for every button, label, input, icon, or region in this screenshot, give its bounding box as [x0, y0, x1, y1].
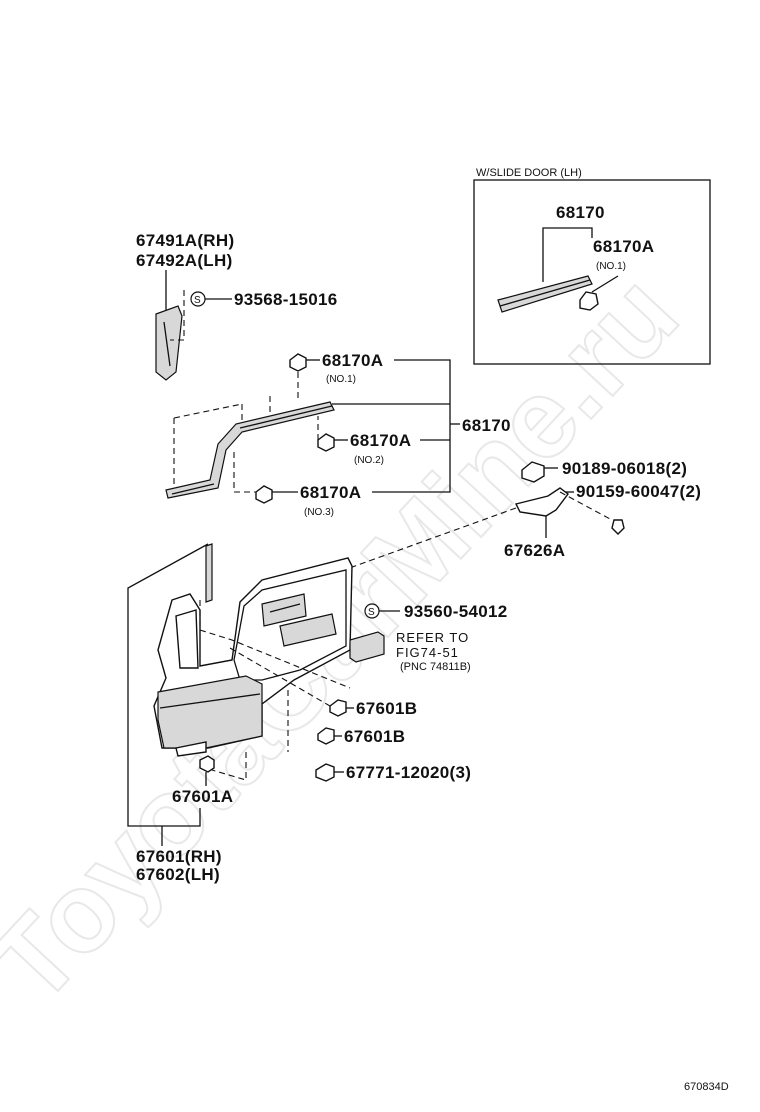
trim-strip-groove — [163, 321, 171, 367]
handle-inner — [269, 603, 301, 613]
armrest-pocket — [157, 675, 263, 749]
dash-clip-verticals — [241, 372, 299, 424]
nut-90189 — [521, 461, 545, 483]
trim-strip-67491a — [155, 305, 183, 381]
panel-left-retainer — [175, 609, 199, 669]
clip-68170a-no3 — [255, 485, 273, 504]
part-67601b-1: 67601B — [356, 699, 417, 718]
door-handle-recess — [261, 593, 307, 627]
inset-part-68170a: 68170A — [593, 237, 654, 256]
part-90159-60047: 90159-60047(2) — [576, 482, 701, 501]
part-68170: 68170 — [462, 416, 511, 435]
bracket-67626a — [514, 487, 569, 517]
part-68170a-no2: 68170A — [350, 431, 411, 450]
weatherstrip-68170 — [165, 401, 335, 499]
dash-strip-lower — [233, 416, 319, 493]
dash-bracket-panel — [343, 507, 517, 571]
clip-68170a-no2 — [317, 433, 335, 452]
clip-67771 — [315, 763, 335, 782]
part-67601a: 67601A — [172, 787, 233, 806]
part-90189-06018: 90189-06018(2) — [562, 459, 687, 478]
group-67626a: 90189-06018(2) 90159-60047(2) 67626A — [343, 459, 701, 571]
weatherstrip-edge-2 — [239, 405, 333, 429]
part-67601b-2: 67601B — [344, 727, 405, 746]
inset-title: W/SLIDE DOOR (LH) — [476, 167, 582, 179]
group-68170: 68170A (NO.1) 68170A (NO.2) 68170A (NO.3… — [165, 351, 511, 518]
note-no1: (NO.1) — [326, 374, 356, 385]
inset-weatherstrip-edge — [499, 279, 591, 307]
s-symbol-letter-2: S — [368, 607, 375, 618]
clip-67601b-2 — [317, 727, 335, 745]
s-symbol-letter-1: S — [194, 295, 201, 306]
group-67491a: 67491A(RH) 67492A(LH) S 93568-15016 — [136, 231, 338, 381]
dash-67491a — [170, 290, 185, 341]
inset-slide-door: W/SLIDE DOOR (LH) 68170 68170A (NO.1) — [473, 167, 711, 365]
clip-67601a — [199, 755, 215, 773]
part-93560-54012: 93560-54012 — [404, 602, 508, 621]
refer-line-3: (PNC 74811B) — [400, 661, 471, 673]
leader-bracket-68170 — [372, 359, 451, 493]
part-67626a: 67626A — [504, 541, 565, 560]
inset-frame — [473, 179, 711, 365]
power-window-switch — [349, 631, 385, 663]
part-93568-15016: 93568-15016 — [234, 290, 338, 309]
switch-panel-recess — [279, 613, 337, 647]
clip-68170a-no1 — [289, 353, 307, 372]
armrest-edge — [159, 693, 261, 709]
part-67602-lh: 67602(LH) — [136, 865, 220, 884]
armrest-bottom-clip — [175, 741, 207, 757]
dash-strip-left — [173, 403, 243, 488]
inset-clip — [579, 291, 599, 311]
leader-bracket-67601 — [127, 543, 209, 827]
part-67601-rh: 67601(RH) — [136, 847, 222, 866]
figure-code: 670834D — [684, 1081, 729, 1093]
panel-upper-contour — [233, 569, 347, 681]
inset-weatherstrip — [497, 275, 593, 313]
refer-line-2: FIG74-51 — [396, 645, 459, 660]
part-67491a: 67491A(RH) — [136, 231, 234, 250]
inset-part-68170: 68170 — [556, 203, 605, 222]
panel-top-strip — [205, 543, 213, 603]
refer-line-1: REFER TO — [396, 630, 469, 645]
part-67492a: 67492A(LH) — [136, 251, 233, 270]
clip-67601b-1 — [329, 699, 347, 717]
part-68170a-no3: 68170A — [300, 483, 361, 502]
weatherstrip-edge-1 — [171, 483, 215, 495]
inset-leader-clip — [591, 275, 619, 293]
note-no2: (NO.2) — [354, 455, 384, 466]
part-68170a-no1: 68170A — [322, 351, 383, 370]
part-67771-12020: 67771-12020(3) — [346, 763, 471, 782]
screw-90159 — [611, 519, 625, 535]
group-door-panel: S 93560-54012 REFER TO FIG74-51 (PNC 748… — [127, 543, 508, 884]
inset-part-note: (NO.1) — [596, 261, 626, 272]
note-no3: (NO.3) — [304, 507, 334, 518]
inset-leader-bracket — [542, 227, 593, 282]
